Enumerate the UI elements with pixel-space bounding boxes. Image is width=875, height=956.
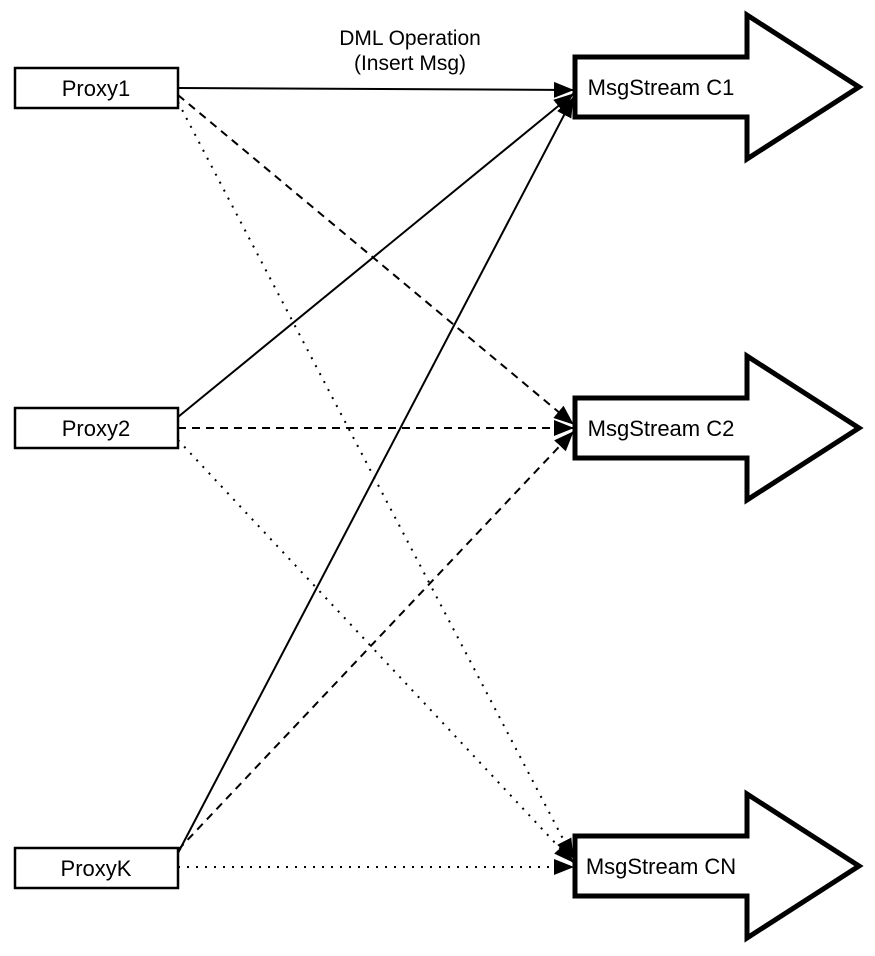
proxyk-box [13,846,180,890]
proxy2-box [13,406,180,450]
connection-proxy1-c1-solid [177,81,574,98]
connection-proxy2-cn-dotted [177,439,574,863]
proxy1-node: Proxy1 [13,66,180,110]
msgstream-c1-node: MsgStream C1 [572,10,864,164]
msgstream-c2-label: MsgStream C2 [588,416,735,441]
proxy2-label: Proxy2 [62,416,130,441]
msgstream-cn-node: MsgStream CN [572,789,864,943]
connection-proxyk-c1-solid [177,97,574,854]
annotation-dml-operation-line2: (Insert Msg) [354,52,466,75]
proxyk-label: ProxyK [61,856,132,881]
connection-proxy1-cn-dotted [177,101,574,859]
proxy2-node: Proxy2 [13,406,180,450]
annotation-dml-operation-line1: DML Operation [339,27,481,50]
proxy1-label: Proxy1 [62,76,130,101]
msgstream-cn-label: MsgStream CN [586,854,736,879]
connection-proxy1-c2-dashed [177,94,574,425]
proxyk-node: ProxyK [13,846,180,890]
msgstream-c1-arrow-shape [572,10,864,164]
msgstream-c2-arrow-shape [572,351,864,505]
msgstream-c1-label: MsgStream C1 [588,75,735,100]
msgstream-c2-node: MsgStream C2 [572,351,864,505]
connection-proxy2-c1-solid [177,93,574,418]
proxy1-box [13,66,180,110]
msgstream-cn-arrow-shape [572,789,864,943]
connection-proxyk-c2-dashed [177,431,574,851]
